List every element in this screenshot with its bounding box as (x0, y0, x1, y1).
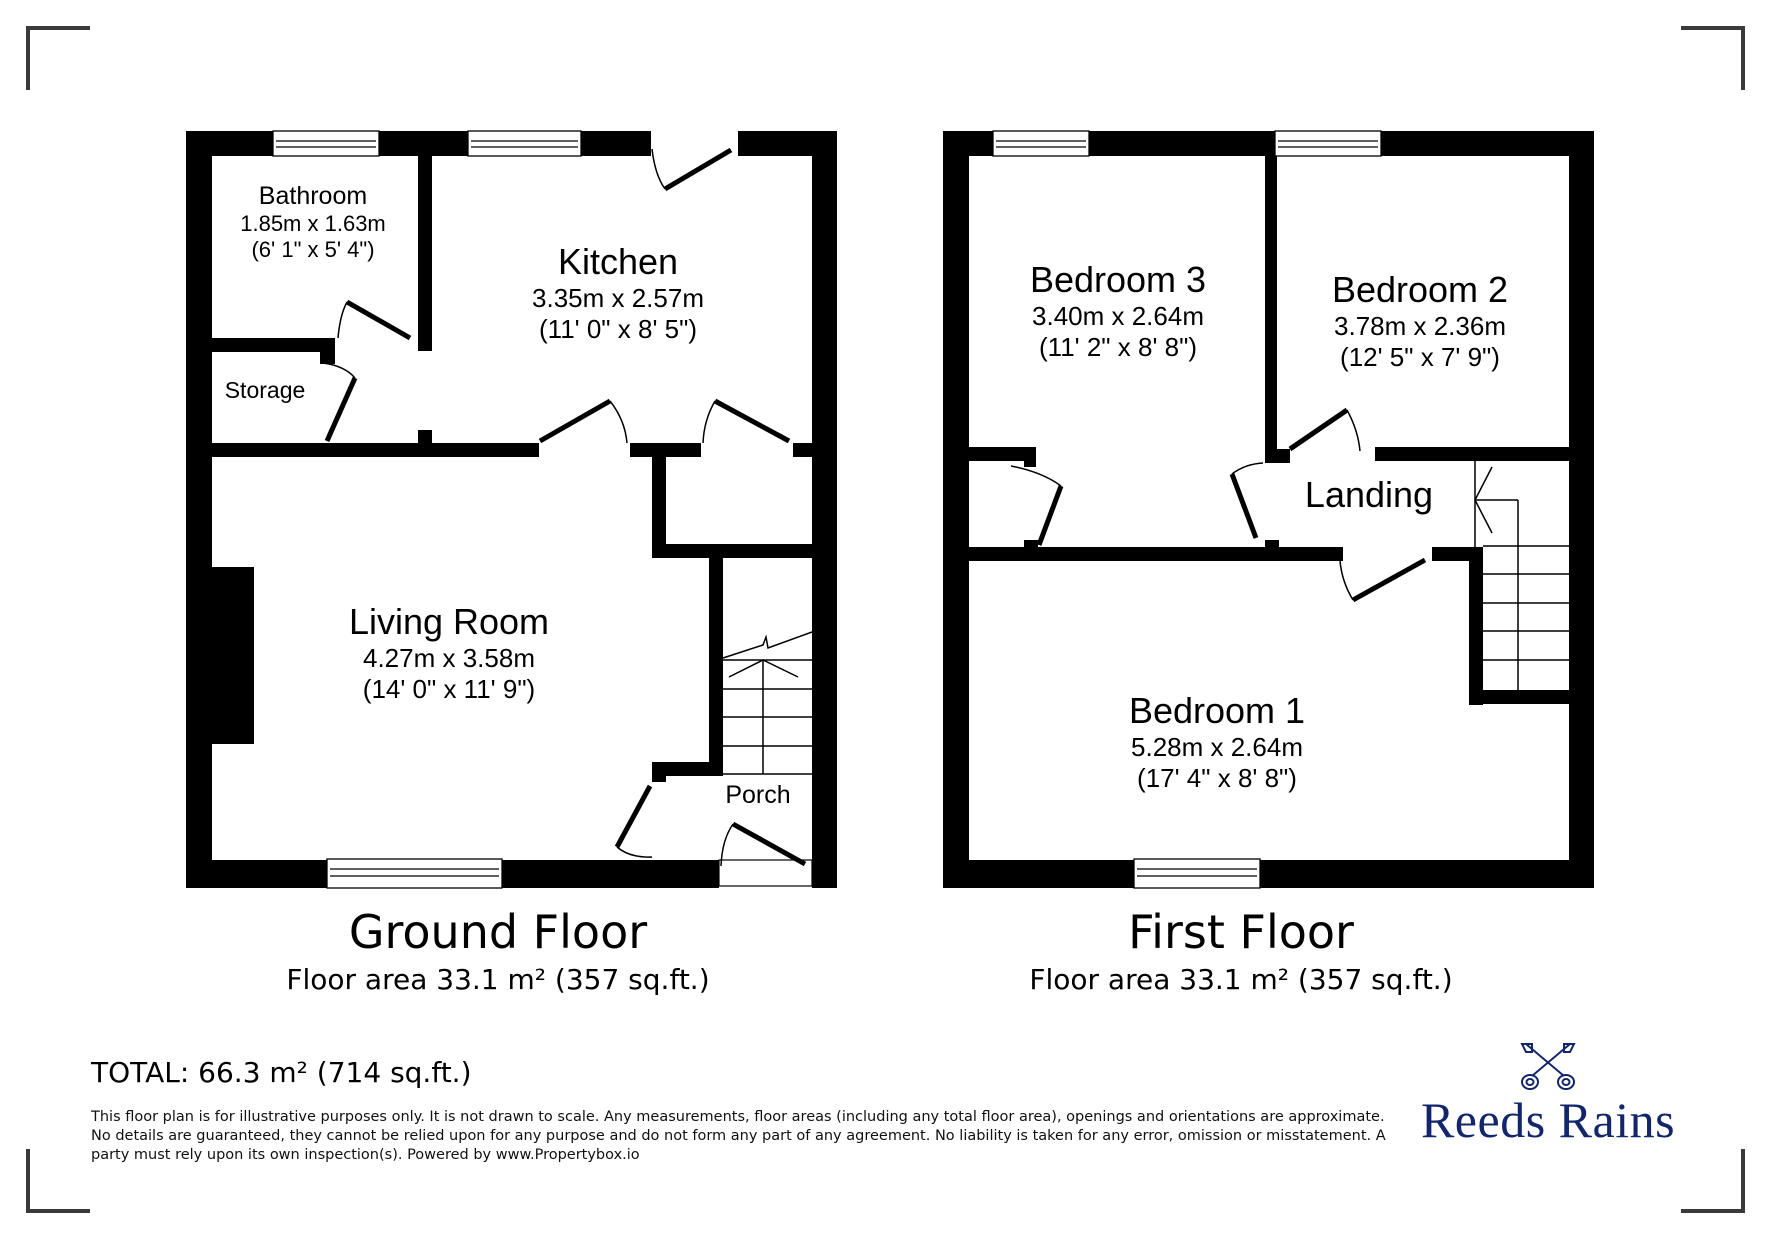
floor-title: First Floor (1128, 905, 1354, 959)
total-area: TOTAL: 66.3 m² (714 sq.ft.) (91, 1056, 472, 1089)
ground-floor-stairs (722, 631, 813, 775)
crop-mark-top-left (26, 26, 90, 90)
room-name: Bedroom 3 (1029, 259, 1207, 300)
ground-floor-windows (272, 130, 582, 889)
floor-area: Floor area 33.1 m² (357 sq.ft.) (286, 963, 710, 996)
room-dimensions-metric: 5.28m x 2.64m (1131, 732, 1303, 763)
brand-logo: Reeds Rains (1408, 1040, 1688, 1148)
room-name: Landing (1304, 474, 1434, 515)
room-name: Bathroom (258, 182, 368, 210)
room-dimensions-metric: 1.85m x 1.63m (240, 211, 386, 236)
room-dimensions-imperial: (11' 2" x 8' 8") (1039, 332, 1197, 363)
room-dimensions-metric: 3.78m x 2.36m (1334, 311, 1506, 342)
crop-mark-top-right (1681, 26, 1745, 90)
room-bathroom: Bathroom 1.85m x 1.63m (6' 1" x 5' 4") (240, 181, 386, 264)
ground-floor-caption: Ground Floor Floor area 33.1 m² (357 sq.… (286, 904, 709, 998)
room-dimensions-imperial: (11' 0" x 8' 5") (539, 314, 697, 345)
room-bedroom-3: Bedroom 3 3.40m x 2.64m (11' 2" x 8' 8") (1030, 258, 1206, 364)
room-dimensions-metric: 3.35m x 2.57m (532, 283, 704, 314)
first-floor-caption: First Floor Floor area 33.1 m² (357 sq.f… (1029, 904, 1452, 998)
room-dimensions-imperial: (12' 5" x 7' 9") (1340, 342, 1500, 373)
room-name: Bedroom 1 (1128, 690, 1306, 731)
room-dimensions-imperial: (17' 4" x 8' 8") (1137, 763, 1297, 794)
brand-name: Reeds Rains (1420, 1092, 1676, 1148)
room-dimensions-metric: 4.27m x 3.58m (363, 643, 535, 674)
room-bedroom-2: Bedroom 2 3.78m x 2.36m (12' 5" x 7' 9") (1332, 268, 1508, 374)
first-floor-windows (992, 130, 1382, 889)
crop-mark-bottom-right (1681, 1149, 1745, 1213)
first-floor-doors (1010, 407, 1427, 603)
room-kitchen: Kitchen 3.35m x 2.57m (11' 0" x 8' 5") (532, 240, 704, 346)
room-name: Bedroom 2 (1331, 269, 1509, 310)
first-floor-plan (943, 131, 1594, 888)
room-name: Kitchen (557, 241, 679, 282)
room-name: Living Room (348, 601, 550, 642)
crop-mark-bottom-left (26, 1149, 90, 1213)
room-dimensions-imperial: (14' 0" x 11' 9") (362, 674, 536, 705)
room-dimensions-metric: 3.40m x 2.64m (1032, 301, 1204, 332)
disclaimer-text: This floor plan is for illustrative purp… (91, 1109, 1386, 1163)
room-dimensions-imperial: (6' 1" x 5' 4") (251, 237, 375, 263)
crossed-keys-icon (1520, 1043, 1576, 1090)
floor-title: Ground Floor (348, 905, 648, 959)
first-floor-stairs (1474, 457, 1569, 690)
room-name: Porch (725, 781, 791, 809)
room-porch: Porch (725, 780, 790, 810)
floor-area: Floor area 33.1 m² (357 sq.ft.) (1029, 963, 1453, 996)
room-landing: Landing (1305, 473, 1433, 516)
room-living-room: Living Room 4.27m x 3.58m (14' 0" x 11' … (349, 600, 549, 706)
room-name: Storage (224, 377, 306, 403)
room-storage: Storage (225, 377, 306, 405)
room-bedroom-1: Bedroom 1 5.28m x 2.64m (17' 4" x 8' 8") (1129, 689, 1305, 795)
ground-floor-doors (322, 131, 813, 888)
